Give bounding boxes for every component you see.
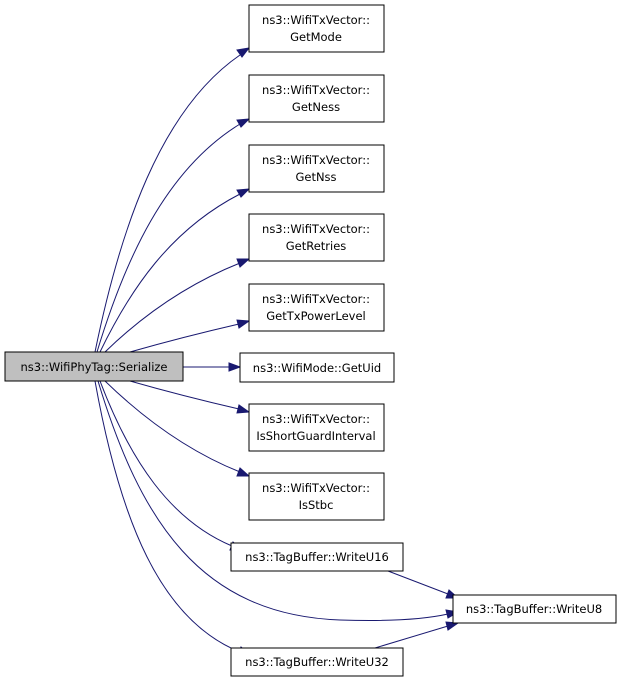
nodes: ns3::WifiPhyTag::Serialize ns3::WifiTxVe… bbox=[4, 4, 617, 677]
node-isshortguardinterval-label-line1: ns3::WifiTxVector:: bbox=[262, 412, 370, 426]
node-isstbc[interactable]: ns3::WifiTxVector:: IsStbc bbox=[248, 472, 385, 521]
edge-serialize-isshortguardinterval bbox=[129, 380, 240, 410]
edge-serialize-writeu8 bbox=[97, 380, 449, 622]
node-writeu8-label: ns3::TagBuffer::WriteU8 bbox=[466, 602, 602, 616]
node-gettxpowerlevel-label-line2: GetTxPowerLevel bbox=[266, 309, 365, 323]
node-isshortguardinterval-label-line2: IsShortGuardInterval bbox=[256, 429, 375, 443]
node-writeu8[interactable]: ns3::TagBuffer::WriteU8 bbox=[452, 594, 617, 624]
edge-serialize-getness bbox=[96, 123, 241, 353]
node-getmode[interactable]: ns3::WifiTxVector:: GetMode bbox=[248, 4, 385, 53]
edge-serialize-isstbc-arrowhead bbox=[236, 467, 251, 477]
node-getretries-box bbox=[248, 213, 385, 262]
node-writeu8-box bbox=[452, 594, 617, 624]
node-gettxpowerlevel-box bbox=[248, 283, 385, 332]
edge-serialize-gettxpowerlevel-arrowhead bbox=[236, 319, 251, 329]
node-writeu32-box bbox=[230, 647, 404, 677]
edge-serialize-getuid-arrowhead bbox=[228, 362, 242, 372]
node-getretries-label-line1: ns3::WifiTxVector:: bbox=[262, 222, 370, 236]
edge-serialize-writeu32 bbox=[94, 380, 241, 653]
edge-serialize-gettxpowerlevel bbox=[129, 323, 240, 353]
edge-writeu32-writeu8 bbox=[374, 625, 449, 649]
node-getmode-label-line2: GetMode bbox=[290, 30, 342, 44]
node-getnss-label-line2: GetNss bbox=[295, 170, 336, 184]
edge-serialize-isshortguardinterval-arrowhead bbox=[236, 404, 251, 414]
edge-writeu32-writeu8-arrowhead bbox=[445, 621, 460, 631]
edge-serialize-isstbc bbox=[104, 380, 241, 473]
node-writeu32[interactable]: ns3::TagBuffer::WriteU32 bbox=[230, 647, 404, 677]
node-serialize-box bbox=[4, 351, 184, 382]
node-isstbc-box bbox=[248, 472, 385, 521]
node-writeu16-label: ns3::TagBuffer::WriteU16 bbox=[245, 550, 389, 564]
node-isshortguardinterval-box bbox=[248, 403, 385, 452]
node-getness-box bbox=[248, 74, 385, 123]
node-getnss-label-line1: ns3::WifiTxVector:: bbox=[262, 153, 370, 167]
edge-serialize-writeu16 bbox=[99, 380, 233, 547]
node-getretries[interactable]: ns3::WifiTxVector:: GetRetries bbox=[248, 213, 385, 262]
node-getuid-label: ns3::WifiMode::GetUid bbox=[253, 361, 381, 375]
node-getnss-box bbox=[248, 144, 385, 193]
node-writeu16[interactable]: ns3::TagBuffer::WriteU16 bbox=[230, 542, 404, 572]
node-getness-label-line2: GetNess bbox=[292, 100, 340, 114]
node-getuid[interactable]: ns3::WifiMode::GetUid bbox=[239, 352, 395, 383]
node-getuid-box bbox=[239, 352, 395, 383]
node-isstbc-label-line2: IsStbc bbox=[299, 498, 334, 512]
edge-serialize-getretries bbox=[104, 262, 241, 353]
node-gettxpowerlevel[interactable]: ns3::WifiTxVector:: GetTxPowerLevel bbox=[248, 283, 385, 332]
node-getretries-label-line2: GetRetries bbox=[286, 239, 347, 253]
node-getmode-box bbox=[248, 4, 385, 53]
edge-serialize-getnss bbox=[99, 193, 241, 353]
node-gettxpowerlevel-label-line1: ns3::WifiTxVector:: bbox=[262, 292, 370, 306]
edge-serialize-getmode bbox=[94, 54, 241, 353]
edge-serialize-getmode-arrowhead bbox=[236, 47, 251, 58]
node-isshortguardinterval[interactable]: ns3::WifiTxVector:: IsShortGuardInterval bbox=[248, 403, 385, 452]
node-getnss[interactable]: ns3::WifiTxVector:: GetNss bbox=[248, 144, 385, 193]
node-writeu32-label: ns3::TagBuffer::WriteU32 bbox=[245, 655, 389, 669]
node-getness[interactable]: ns3::WifiTxVector:: GetNess bbox=[248, 74, 385, 123]
edge-serialize-getness-arrowhead bbox=[236, 118, 251, 128]
edge-serialize-getnss-arrowhead bbox=[236, 188, 251, 198]
node-getness-label-line1: ns3::WifiTxVector:: bbox=[262, 83, 370, 97]
node-serialize[interactable]: ns3::WifiPhyTag::Serialize bbox=[4, 351, 184, 382]
node-serialize-label: ns3::WifiPhyTag::Serialize bbox=[21, 360, 168, 374]
node-isstbc-label-line1: ns3::WifiTxVector:: bbox=[262, 481, 370, 495]
node-getmode-label-line1: ns3::WifiTxVector:: bbox=[262, 13, 370, 27]
edge-serialize-getretries-arrowhead bbox=[236, 258, 251, 268]
edges bbox=[94, 47, 460, 656]
node-writeu16-box bbox=[230, 542, 404, 572]
